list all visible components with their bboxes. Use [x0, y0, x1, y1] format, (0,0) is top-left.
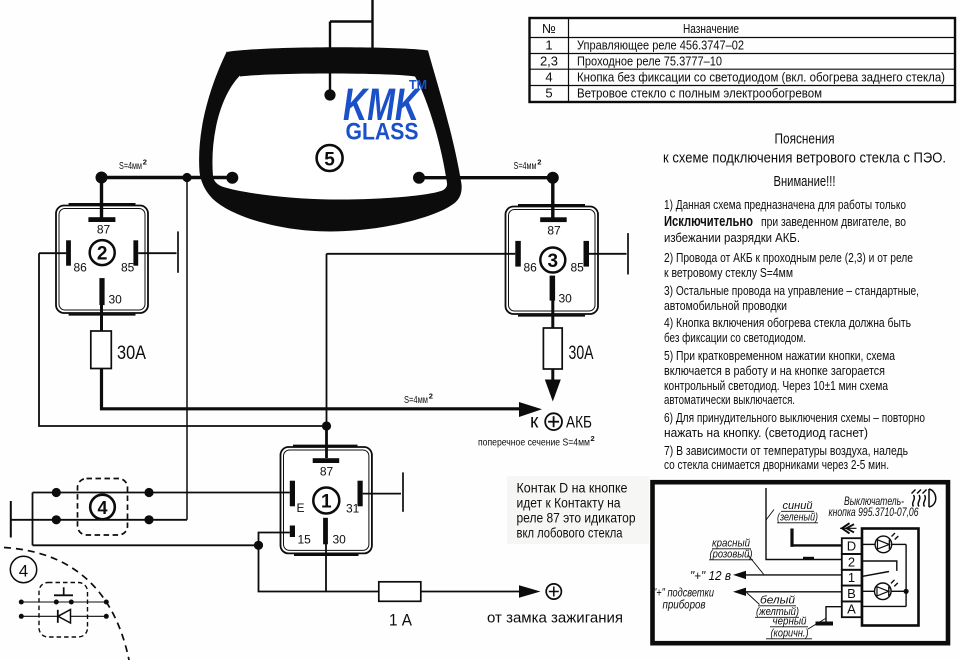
- svg-text:к ветровому стеклу S=4мм: к ветровому стеклу S=4мм: [664, 265, 793, 280]
- svg-text:Проходное реле 75.3777–10: Проходное реле 75.3777–10: [577, 54, 722, 69]
- svg-text:TM: TM: [409, 78, 427, 92]
- svg-text:№: №: [542, 21, 556, 36]
- svg-text:кнопка 995.3710-07,06: кнопка 995.3710-07,06: [829, 507, 919, 519]
- svg-text:87: 87: [97, 223, 111, 237]
- svg-text:4: 4: [97, 498, 107, 518]
- svg-text:автомобильной проводки: автомобильной проводки: [664, 298, 787, 313]
- svg-text:черный: черный: [773, 616, 807, 628]
- svg-text:автоматически выключается.: автоматически выключается.: [664, 392, 795, 407]
- svg-text:30А: 30А: [569, 343, 594, 364]
- svg-text:4: 4: [19, 562, 28, 581]
- svg-text:Исключительно: Исключительно: [664, 213, 753, 230]
- svg-text:2) Провода от АКБ к проходным: 2) Провода от АКБ к проходным реле (2,3)…: [664, 250, 913, 265]
- svg-text:Управляющее реле 456.3747–02: Управляющее реле 456.3747–02: [577, 38, 744, 53]
- svg-text:Кнопка без фиксации со светоди: Кнопка без фиксации со светодиодом (вкл.…: [577, 70, 945, 85]
- svg-text:4) Кнопка включения обогрева с: 4) Кнопка включения обогрева стекла долж…: [664, 315, 911, 330]
- svg-text:2: 2: [97, 244, 108, 265]
- svg-text:E: E: [297, 501, 305, 515]
- svg-text:избежании разрядки АКБ.: избежании разрядки АКБ.: [664, 230, 800, 245]
- svg-text:GLASS: GLASS: [346, 119, 419, 146]
- svg-text:S=4мм: S=4мм: [514, 160, 537, 172]
- svg-text:поперечное сечение S=4мм: поперечное сечение S=4мм: [478, 437, 590, 449]
- svg-text:Назначение: Назначение: [683, 21, 739, 36]
- svg-text:к схеме подключения ветрового: к схеме подключения ветрового стекла с П…: [663, 150, 946, 167]
- svg-text:1) Данная схема предназначена: 1) Данная схема предназначена для работы…: [664, 197, 906, 212]
- svg-text:1: 1: [848, 570, 855, 585]
- svg-text:АКБ: АКБ: [566, 413, 592, 431]
- svg-text:нажать на кнопку. (светодиод г: нажать на кнопку. (светодиод гаснет): [664, 425, 868, 440]
- svg-text:2: 2: [848, 554, 855, 569]
- svg-text:86: 86: [74, 261, 88, 275]
- svg-text:Контак D на кнопке: Контак D на кнопке: [517, 480, 628, 495]
- svg-text:вкл лобового стекла: вкл лобового стекла: [517, 525, 623, 540]
- svg-text:Внимание!!!: Внимание!!!: [774, 173, 836, 190]
- svg-text:15: 15: [298, 533, 312, 547]
- svg-text:приборов: приборов: [663, 600, 706, 612]
- svg-text:7) В зависимости от температур: 7) В зависимости от температуры воздуха,…: [664, 443, 908, 458]
- svg-text:(зеленый): (зеленый): [777, 512, 818, 524]
- svg-text:2: 2: [429, 392, 433, 401]
- svg-text:30: 30: [109, 293, 123, 307]
- svg-text:2: 2: [537, 158, 541, 167]
- svg-text:3) Остальные провода на управл: 3) Остальные провода на управление – ста…: [664, 283, 919, 298]
- svg-text:4: 4: [545, 70, 552, 85]
- svg-text:без фиксации со светодиодом.: без фиксации со светодиодом.: [664, 330, 806, 345]
- svg-text:S=4мм: S=4мм: [119, 160, 142, 172]
- svg-text:1 А: 1 А: [389, 611, 413, 630]
- svg-text:2: 2: [591, 434, 595, 443]
- svg-text:(коричн.): (коричн.): [771, 628, 809, 640]
- svg-text:30: 30: [333, 533, 347, 547]
- svg-text:реле 87 это идикатор: реле 87 это идикатор: [517, 510, 636, 525]
- svg-text:(желтый): (желтый): [756, 606, 799, 618]
- svg-text:87: 87: [320, 465, 334, 479]
- svg-text:S=4мм: S=4мм: [404, 394, 428, 406]
- svg-text:(розовый): (розовый): [710, 549, 753, 561]
- svg-text:86: 86: [524, 261, 538, 275]
- svg-text:Выключатель-: Выключатель-: [844, 496, 904, 508]
- svg-text:2,3: 2,3: [540, 54, 558, 69]
- svg-text:30: 30: [559, 292, 573, 306]
- svg-text:85: 85: [571, 261, 585, 275]
- svg-text:31: 31: [346, 502, 360, 516]
- svg-text:30А: 30А: [117, 343, 146, 364]
- svg-text:к: к: [530, 412, 539, 433]
- svg-text:6) Для принудительного выключе: 6) Для принудительного выключения схемы …: [664, 410, 925, 425]
- svg-text:1: 1: [545, 38, 552, 53]
- svg-text:5: 5: [545, 86, 552, 101]
- svg-text:5) При кратковременном нажатии: 5) При кратковременном нажатии кнопки, с…: [664, 348, 896, 363]
- svg-text:красный: красный: [712, 538, 750, 550]
- svg-text:контрольный светодиод. Через 1: контрольный светодиод. Через 10±1 мин сх…: [664, 378, 889, 393]
- svg-text:1: 1: [321, 492, 332, 513]
- svg-text:3: 3: [548, 251, 559, 272]
- svg-text:синий: синий: [783, 500, 813, 512]
- svg-text:D: D: [847, 539, 856, 554]
- svg-text:"+" подсветки: "+" подсветки: [653, 588, 714, 600]
- svg-text:"+" 12 в: "+" 12 в: [690, 569, 731, 583]
- svg-text:включается в работу и на кнопк: включается в работу и на кнопке загорает…: [664, 363, 885, 378]
- svg-text:Пояснения: Пояснения: [775, 131, 835, 148]
- svg-text:A: A: [847, 602, 856, 617]
- svg-text:от замка зажигания: от замка зажигания: [487, 611, 623, 627]
- svg-text:при заведенном двигателе, во: при заведенном двигателе, во: [761, 214, 906, 229]
- svg-text:2: 2: [143, 158, 147, 167]
- svg-text:идет к Контакту на: идет к Контакту на: [517, 495, 621, 510]
- svg-text:KMK: KMK: [343, 80, 421, 131]
- svg-text:87: 87: [547, 224, 561, 238]
- svg-text:Ветровое стекло с полным элект: Ветровое стекло с полным электрообогрево…: [577, 86, 822, 101]
- svg-text:со стекла снимается дворниками: со стекла снимается дворниками через 2-5…: [664, 457, 889, 472]
- svg-text:B: B: [847, 586, 856, 601]
- svg-text:85: 85: [121, 261, 135, 275]
- svg-text:5: 5: [324, 150, 335, 171]
- svg-text:белый: белый: [760, 595, 795, 607]
